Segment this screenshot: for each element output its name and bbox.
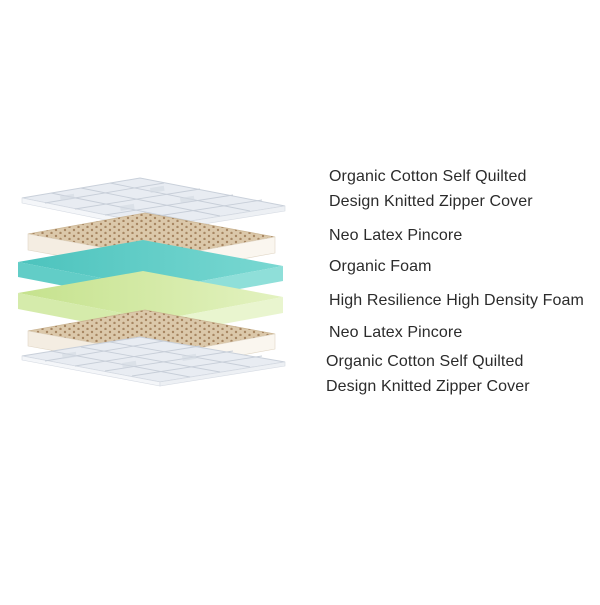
label-line: Organic Cotton Self Quilted — [326, 353, 524, 370]
label-hr-foam: High Resilience High Density Foam — [329, 288, 584, 313]
label-line: Design Knitted Zipper Cover — [329, 193, 533, 210]
label-line: Neo Latex Pincore — [329, 227, 463, 244]
label-top-cover: Organic Cotton Self Quilted Design Knitt… — [329, 164, 533, 214]
label-bottom-latex: Neo Latex Pincore — [329, 320, 462, 345]
label-bottom-cover: Organic Cotton Self Quilted Design Knitt… — [326, 349, 530, 399]
label-line: Neo Latex Pincore — [329, 324, 463, 341]
label-line: High Resilience High Density Foam — [329, 292, 584, 309]
label-top-latex: Neo Latex Pincore — [329, 223, 462, 248]
label-organic-foam: Organic Foam — [329, 254, 432, 279]
label-line: Organic Cotton Self Quilted — [329, 168, 527, 185]
layer-top-cover — [21, 177, 286, 232]
label-line: Design Knitted Zipper Cover — [326, 378, 530, 395]
label-line: Organic Foam — [329, 258, 432, 275]
layer-bottom-cover — [21, 336, 286, 387]
